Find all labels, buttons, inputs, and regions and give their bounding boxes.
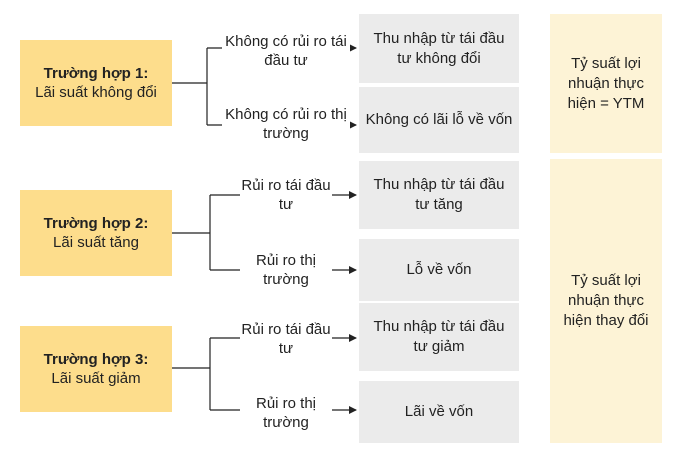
outcome-3-text: Thu nhập từ tái đầu tư tăng — [373, 176, 505, 213]
branch-label-3: Rủi ro tái đầu tư — [240, 176, 332, 214]
outcome-2-box: Không có lãi lỗ về vốn — [359, 87, 519, 153]
outcome-6-text: Lãi về vốn — [404, 403, 474, 420]
branch-label-5: Rủi ro tái đầu tư — [240, 320, 332, 358]
connector-case3-trunk — [172, 338, 211, 410]
case-3-title: Trường hợp 3: — [43, 351, 149, 368]
result-1-box: Tỷ suất lợi nhuận thực hiện = YTM — [550, 14, 662, 153]
result-1-text: Tỷ suất lợi nhuận thực hiện = YTM — [567, 54, 645, 112]
case-1-title: Trường hợp 1: — [43, 65, 149, 82]
case-3-subtitle: Lãi suất giảm — [51, 370, 141, 387]
outcome-4-box: Lỗ về vốn — [359, 239, 519, 301]
case-2-box: Trường hợp 2: Lãi suất tăng — [20, 190, 172, 276]
result-2-text: Tỷ suất lợi nhuận thực hiện thay đổi — [563, 272, 649, 329]
case-2-title: Trường hợp 2: — [43, 215, 149, 232]
case-1-box: Trường hợp 1: Lãi suất không đổi — [20, 40, 172, 126]
outcome-4-text: Lỗ về vốn — [406, 261, 472, 278]
outcome-5-box: Thu nhập từ tái đầu tư giảm — [359, 303, 519, 371]
outcome-1-text: Thu nhập từ tái đầu tư không đổi — [373, 29, 505, 67]
branch-label-1: Không có rủi ro tái đầu tư — [222, 32, 350, 70]
case-3-box: Trường hợp 3: Lãi suất giảm — [20, 326, 172, 412]
outcome-1-box: Thu nhập từ tái đầu tư không đổi — [359, 14, 519, 83]
outcome-3-box: Thu nhập từ tái đầu tư tăng — [359, 161, 519, 229]
connector-case1-trunk — [172, 48, 208, 125]
branch-label-2: Không có rủi ro thị trường — [222, 105, 350, 143]
branch-label-6: Rủi ro thị trường — [240, 394, 332, 432]
result-2-box: Tỷ suất lợi nhuận thực hiện thay đổi — [550, 159, 662, 443]
connector-case2-trunk — [172, 195, 211, 270]
branch-label-4: Rủi ro thị trường — [240, 251, 332, 289]
outcome-6-box: Lãi về vốn — [359, 381, 519, 443]
outcome-2-text: Không có lãi lỗ về vốn — [365, 111, 513, 128]
outcome-5-text: Thu nhập từ tái đầu tư giảm — [373, 318, 505, 355]
case-2-subtitle: Lãi suất tăng — [53, 234, 139, 251]
case-1-subtitle: Lãi suất không đổi — [35, 84, 157, 101]
